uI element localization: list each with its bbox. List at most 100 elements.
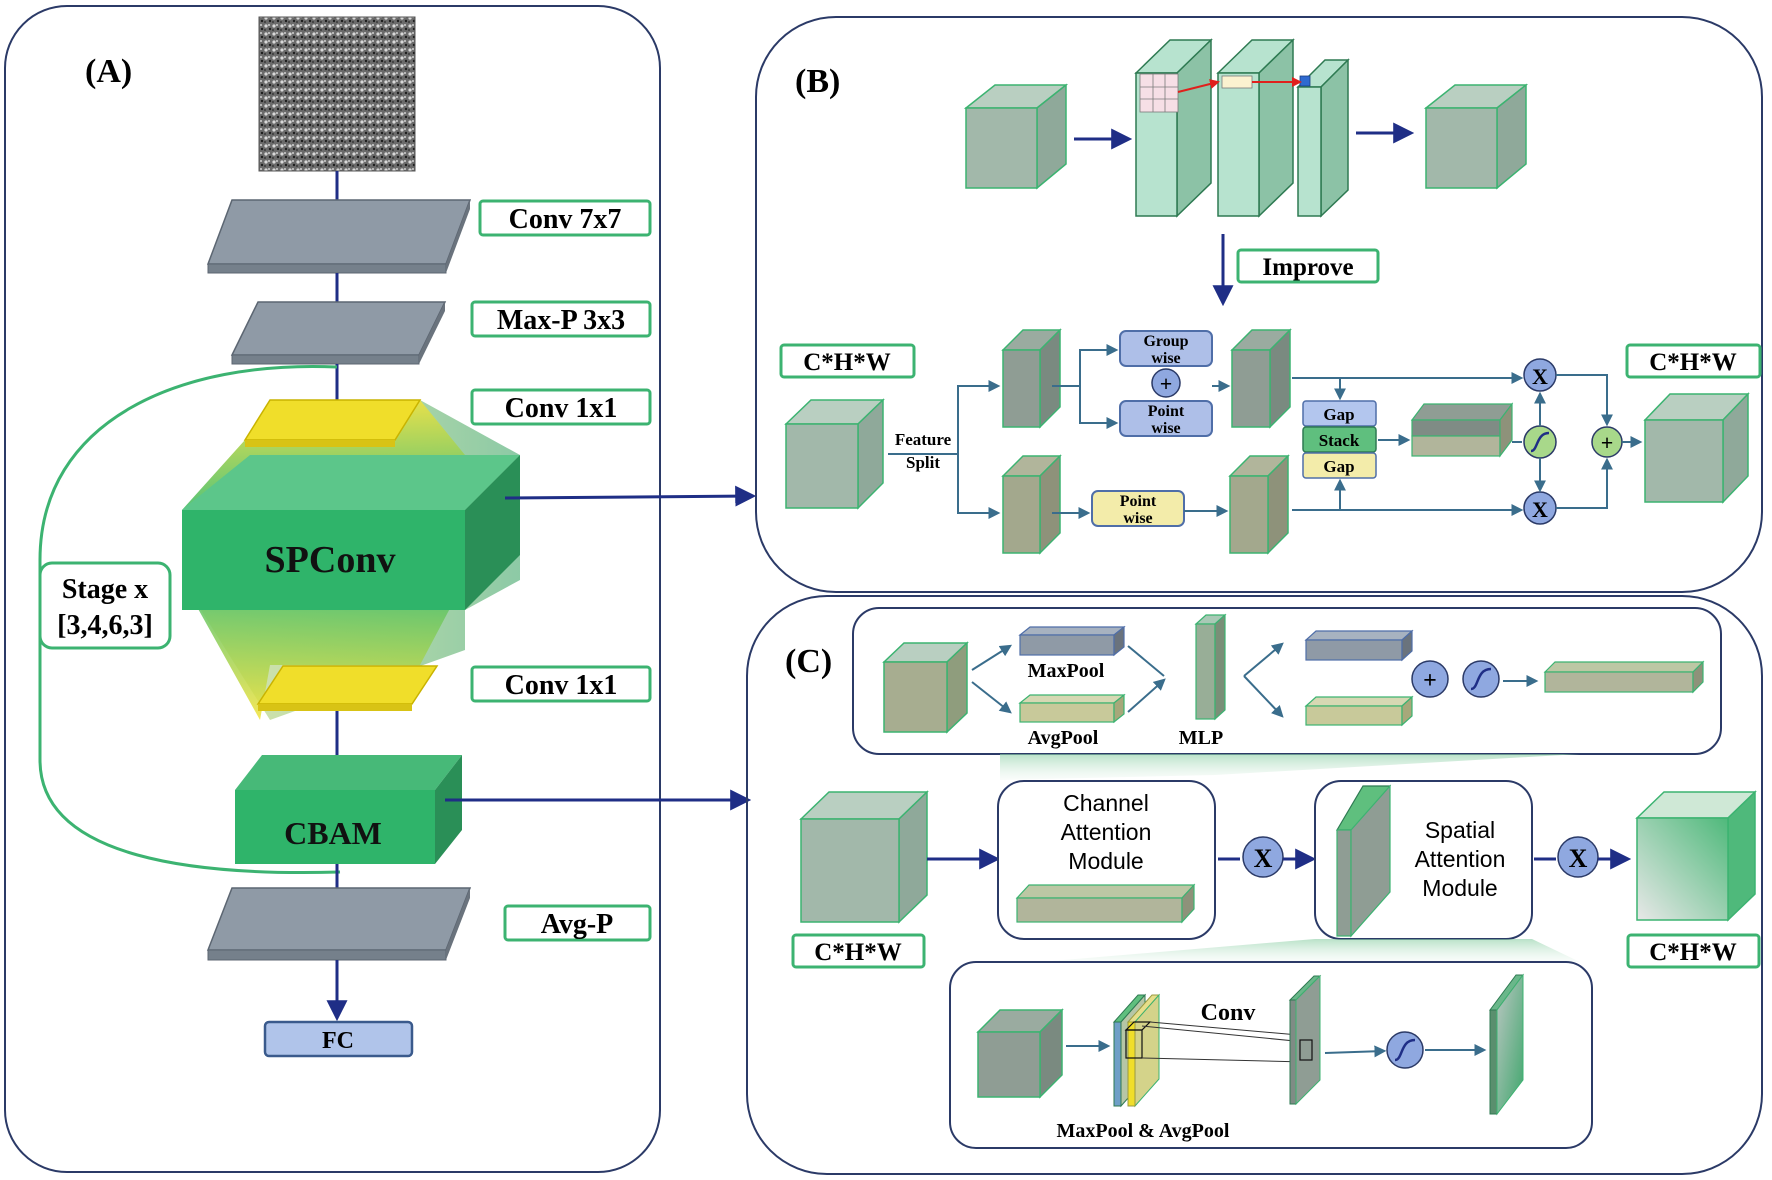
cube-output-top xyxy=(1423,83,1529,190)
fc-label: FC xyxy=(322,1028,354,1054)
gap-top: Gap xyxy=(1323,405,1354,424)
chw-out-c-box xyxy=(1626,933,1761,969)
add-node-c xyxy=(1411,660,1449,698)
spatial-conv-slab xyxy=(1288,974,1322,1106)
x-bottom-b: X xyxy=(1532,497,1548,522)
avgp-plate xyxy=(206,887,472,951)
gap-top-box xyxy=(1302,400,1377,427)
conv1-top-label: Conv 1x1 xyxy=(505,393,618,424)
multiply-node-c1 xyxy=(1242,836,1284,878)
mlp-out-max xyxy=(1304,629,1414,662)
panel-b-frame xyxy=(755,16,1763,593)
maxpool-label: MaxPool xyxy=(1028,660,1105,682)
conv1-bottom-label: Conv 1x1 xyxy=(505,670,618,701)
group-wise-1: Group xyxy=(1143,333,1188,350)
sigmoid-node-b xyxy=(1523,425,1557,459)
slab-lower-left xyxy=(1001,454,1062,555)
sam-line-2: Attention xyxy=(1415,846,1506,872)
chw-in-c: C*H*W xyxy=(814,939,902,966)
maxp-label-box xyxy=(470,300,652,338)
mlp-label: MLP xyxy=(1179,727,1223,749)
chw-in-b-box xyxy=(779,343,916,379)
stack-label: Stack xyxy=(1319,431,1360,450)
panel-c-frame xyxy=(746,595,1763,1175)
conv7-label-box xyxy=(478,199,652,237)
maxavg-label: MaxPool & AvgPool xyxy=(1057,1120,1230,1142)
cube-input-b xyxy=(784,398,885,510)
cam-line-1: Channel xyxy=(1063,790,1149,816)
stacked-bar xyxy=(1410,402,1514,458)
feature-label: Feature xyxy=(895,430,952,449)
gap-bottom-box xyxy=(1302,452,1377,479)
cam-line-3: Module xyxy=(1068,848,1143,874)
x-c1: X xyxy=(1254,844,1273,873)
maxp-plate xyxy=(230,301,447,356)
sigmoid-node-c xyxy=(1462,660,1500,698)
cube-output-b xyxy=(1643,392,1750,504)
point-wise-box xyxy=(1119,400,1213,437)
panel-b-label: (B) xyxy=(795,63,840,100)
split-label: Split xyxy=(906,453,940,472)
point-wise-1: Point xyxy=(1148,403,1185,420)
conv-slab-1 xyxy=(1134,38,1213,218)
gap-bottom: Gap xyxy=(1323,457,1354,476)
point2-wise-2: wise xyxy=(1123,510,1152,527)
sam-slab xyxy=(1335,784,1392,938)
x-c2: X xyxy=(1569,844,1588,873)
maxp-label: Max-P 3x3 xyxy=(497,305,625,336)
avgp-label-box xyxy=(503,904,652,942)
cam-bar xyxy=(1015,883,1196,924)
avgpool-bar xyxy=(1018,693,1126,724)
spatial-attention-map xyxy=(1489,973,1524,1116)
cube-spatial-in xyxy=(976,1008,1064,1099)
cube-channel-in xyxy=(882,641,969,734)
cube-input-c xyxy=(799,790,929,924)
stage-label-2: [3,4,6,3] xyxy=(57,610,153,641)
cube-output-c xyxy=(1635,790,1757,922)
panel-c-label: (C) xyxy=(785,643,832,680)
spconv-box xyxy=(182,510,465,610)
plus-node-b xyxy=(1151,368,1181,398)
slab-lower-right xyxy=(1228,454,1290,555)
conv1-bottom-label-box xyxy=(470,665,652,703)
conv-label: Conv xyxy=(1201,1000,1256,1026)
panel-a-label: (A) xyxy=(85,53,132,90)
chw-out-b: C*H*W xyxy=(1649,349,1737,376)
cbam-label: CBAM xyxy=(284,815,382,851)
cbam-box xyxy=(235,790,435,864)
fc-box xyxy=(263,1020,414,1058)
avgpool-label: AvgPool xyxy=(1028,727,1099,749)
sigmoid-icon-spatial xyxy=(1394,1038,1416,1062)
slab-upper-right xyxy=(1230,328,1292,429)
plus-add-b: + xyxy=(1601,430,1614,455)
x-top-b: X xyxy=(1532,364,1548,389)
arrow-spconv-to-b xyxy=(504,485,757,507)
panel-a-frame xyxy=(4,5,661,1173)
sigmoid-icon-c xyxy=(1470,667,1492,691)
stage-box xyxy=(38,561,172,650)
pooled-maps xyxy=(1112,993,1161,1108)
maxpool-bar xyxy=(1018,625,1126,657)
conv-slab-3 xyxy=(1296,58,1350,218)
conv-slab-2 xyxy=(1216,38,1295,218)
mlp-bar xyxy=(1194,613,1227,721)
multiply-node-c2 xyxy=(1557,836,1599,878)
improve-box xyxy=(1236,248,1380,284)
cube-input-top xyxy=(963,83,1069,190)
stage-label-1: Stage x xyxy=(62,574,148,605)
conv7-plate xyxy=(206,199,472,265)
chw-out-b-box xyxy=(1625,343,1762,379)
cbam-top xyxy=(235,755,462,790)
conv1x1-top-plate xyxy=(243,399,422,441)
chw-out-c: C*H*W xyxy=(1649,939,1737,966)
slab-upper-left xyxy=(1001,328,1062,429)
conv1-top-label-box xyxy=(470,388,652,426)
group-wise-box xyxy=(1119,330,1213,367)
point-wise-2-box xyxy=(1091,490,1185,527)
conv7-label: Conv 7x7 xyxy=(509,204,622,235)
sam-line-1: Spatial xyxy=(1425,817,1495,843)
chw-in-c-box xyxy=(791,933,926,969)
improve-label: Improve xyxy=(1262,254,1353,281)
sam-line-3: Module xyxy=(1422,875,1497,901)
